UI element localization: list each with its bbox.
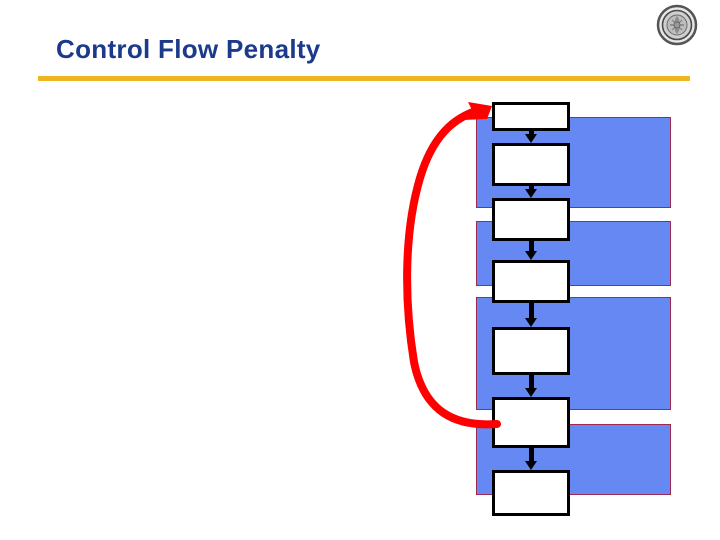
flow-arrow-down — [492, 448, 570, 470]
flow-arrow-down — [492, 241, 570, 260]
instruction-box — [492, 397, 570, 448]
title-underline-rule — [38, 76, 690, 81]
university-seal-logo — [656, 4, 698, 46]
instruction-box — [492, 198, 570, 241]
flow-arrow-down — [492, 131, 570, 143]
instruction-box — [492, 470, 570, 516]
instruction-box — [492, 327, 570, 375]
instruction-box — [492, 143, 570, 186]
flow-arrow-down — [492, 375, 570, 397]
instruction-box — [492, 102, 570, 131]
page-title: Control Flow Penalty — [56, 34, 321, 64]
flow-arrow-down — [492, 186, 570, 198]
instruction-box — [492, 260, 570, 303]
flow-arrow-down — [492, 303, 570, 327]
